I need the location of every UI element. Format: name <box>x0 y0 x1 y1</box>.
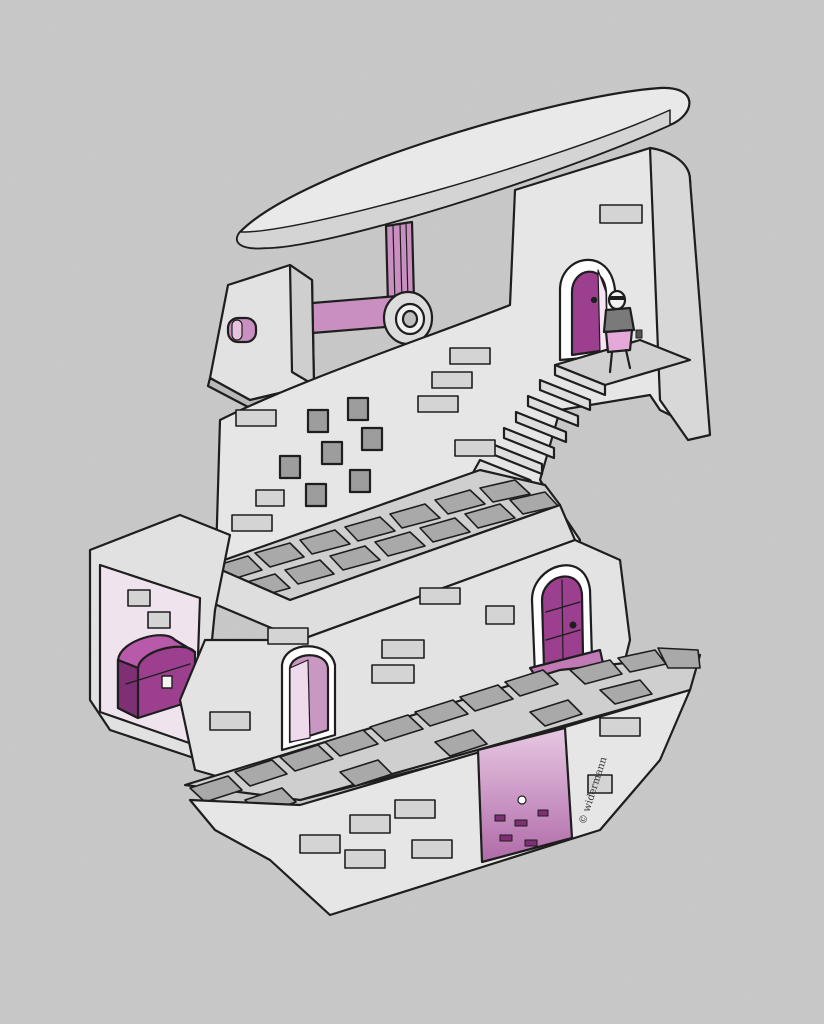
lower-wall-bricks <box>209 587 515 731</box>
lower-arch-opening <box>280 645 337 752</box>
knight-figure <box>602 289 643 374</box>
floating-slab <box>235 86 691 250</box>
upper-wall-bricks <box>231 204 643 532</box>
lower-block <box>88 513 702 917</box>
upper-tower <box>203 146 712 642</box>
treasure-chest <box>116 634 197 720</box>
purple-pit-opening <box>476 726 574 864</box>
base-wall-bricks <box>299 717 641 869</box>
hanging-contraption <box>206 220 434 410</box>
upper-arch-doorway <box>558 258 620 362</box>
wall-slot-grid <box>278 396 384 508</box>
